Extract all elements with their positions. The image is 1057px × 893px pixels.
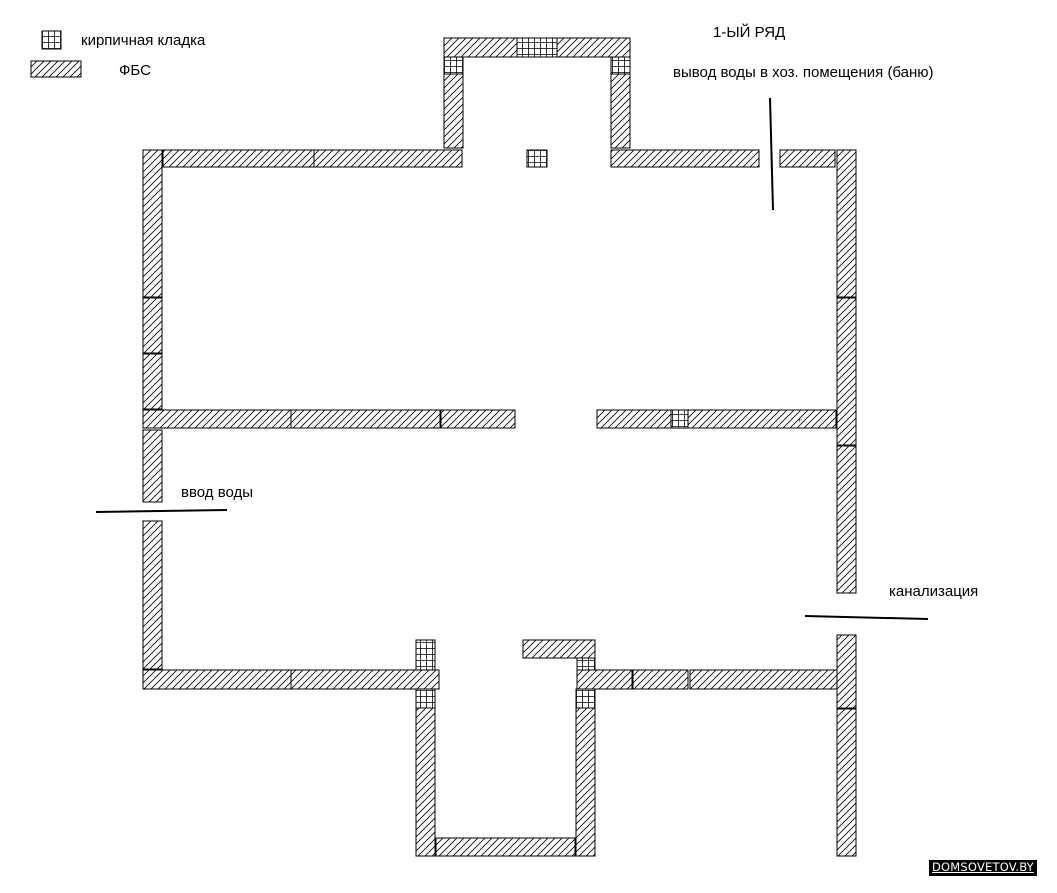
brick-block bbox=[610, 56, 631, 75]
fbs-block bbox=[575, 707, 596, 857]
fbs-block bbox=[836, 445, 857, 594]
fbs-block bbox=[836, 634, 857, 709]
fbs-block bbox=[440, 409, 516, 429]
fbs-block bbox=[610, 149, 760, 168]
brick-block bbox=[575, 688, 596, 709]
water-in-line bbox=[95, 509, 228, 513]
fbs-block bbox=[142, 297, 163, 354]
fbs-block bbox=[142, 520, 163, 670]
sewage-label: канализация bbox=[889, 583, 979, 600]
brick-block bbox=[415, 639, 436, 671]
water-out-label: вывод воды в хоз. помещения (баню) bbox=[673, 64, 934, 81]
fbs-block bbox=[522, 639, 596, 659]
fbs-block bbox=[142, 409, 292, 429]
fbs-block bbox=[290, 409, 441, 429]
fbs-block bbox=[415, 707, 436, 857]
brick-block bbox=[443, 56, 464, 75]
brick-block bbox=[415, 688, 436, 709]
fbs-block bbox=[162, 149, 315, 168]
brick-pillar bbox=[526, 149, 548, 168]
fbs-block bbox=[689, 669, 838, 690]
fbs-block bbox=[687, 409, 837, 429]
fbs-block bbox=[142, 353, 163, 410]
fbs-block bbox=[779, 149, 836, 168]
legend-fbs-swatch bbox=[30, 60, 82, 78]
fbs-block bbox=[313, 149, 463, 168]
legend bbox=[30, 30, 82, 78]
legend-brick-label: кирпичная кладка bbox=[81, 32, 206, 49]
fbs-block bbox=[142, 429, 163, 503]
sewage-line bbox=[804, 615, 929, 620]
fbs-block bbox=[576, 669, 633, 690]
fbs-block bbox=[443, 73, 464, 149]
brick-block bbox=[670, 409, 689, 429]
fbs-block bbox=[142, 669, 292, 690]
fbs-block bbox=[290, 669, 440, 690]
brick-block bbox=[576, 657, 596, 671]
fbs-block bbox=[142, 149, 163, 298]
legend-brick-swatch bbox=[41, 30, 62, 50]
site-watermark: DOMSOVETOV.BY bbox=[929, 860, 1037, 876]
fbs-block bbox=[836, 149, 857, 298]
fbs-block bbox=[632, 669, 689, 690]
walls bbox=[142, 37, 857, 857]
fbs-block bbox=[610, 73, 631, 149]
fbs-block bbox=[836, 708, 857, 857]
row-title: 1-ЫЙ РЯД bbox=[713, 24, 786, 41]
fbs-block bbox=[596, 409, 672, 429]
brick-block bbox=[516, 37, 558, 58]
water-out-line bbox=[769, 97, 774, 211]
legend-fbs-label: ФБС bbox=[119, 62, 151, 79]
fbs-block bbox=[836, 297, 857, 446]
red-marker: + bbox=[797, 415, 802, 425]
utility-lines bbox=[95, 97, 929, 620]
water-in-label: ввод воды bbox=[181, 484, 254, 501]
fbs-block bbox=[435, 837, 576, 857]
